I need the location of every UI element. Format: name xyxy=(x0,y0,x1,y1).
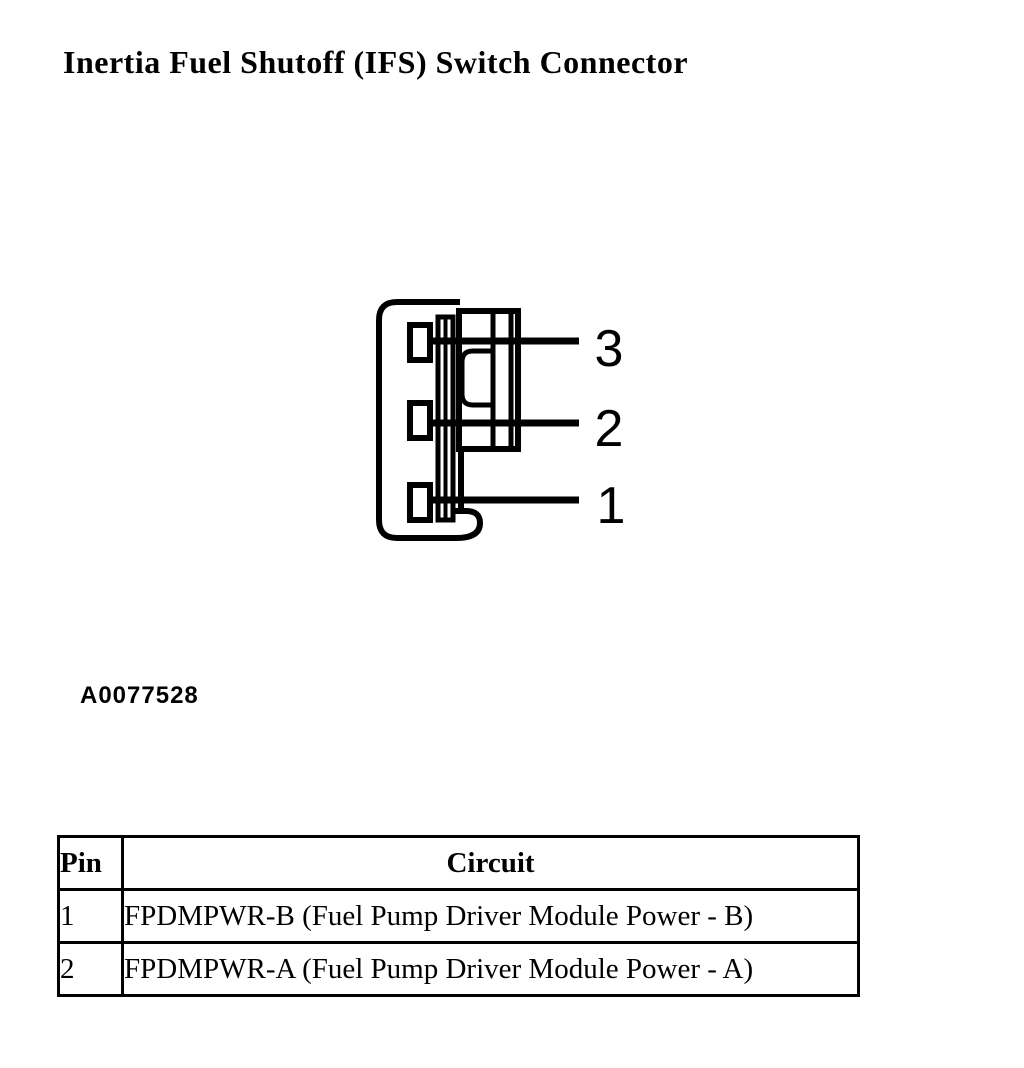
connector-body-outline xyxy=(376,299,484,541)
table-header-row: Pin Circuit xyxy=(57,835,860,891)
circuit-name-cell: FPDMPWR-B (Fuel Pump Driver Module Power… xyxy=(121,888,860,944)
page-title: Inertia Fuel Shutoff (IFS) Switch Connec… xyxy=(63,44,689,80)
table-row: 1 FPDMPWR-B (Fuel Pump Driver Module Pow… xyxy=(57,888,860,944)
pin-circuit-table: Pin Circuit 1 FPDMPWR-B (Fuel Pump Drive… xyxy=(57,835,860,997)
latch-window xyxy=(459,348,493,408)
pin-number-cell: 2 xyxy=(57,941,124,997)
pin-number-cell: 1 xyxy=(57,888,124,944)
figure-caption: A0077528 xyxy=(80,682,199,709)
connector-diagram-svg: 3 2 1 xyxy=(376,299,626,541)
pin-label-1: 1 xyxy=(597,477,626,535)
circuit-name-cell: FPDMPWR-A (Fuel Pump Driver Module Power… xyxy=(121,941,860,997)
pin-column-header: Pin xyxy=(57,835,124,891)
ifs-connector-diagram: 3 2 1 xyxy=(360,280,660,570)
circuit-column-header: Circuit xyxy=(121,835,860,891)
pin-label-2: 2 xyxy=(595,400,624,458)
pin-label-3: 3 xyxy=(595,320,624,378)
table-row: 2 FPDMPWR-A (Fuel Pump Driver Module Pow… xyxy=(57,941,860,997)
